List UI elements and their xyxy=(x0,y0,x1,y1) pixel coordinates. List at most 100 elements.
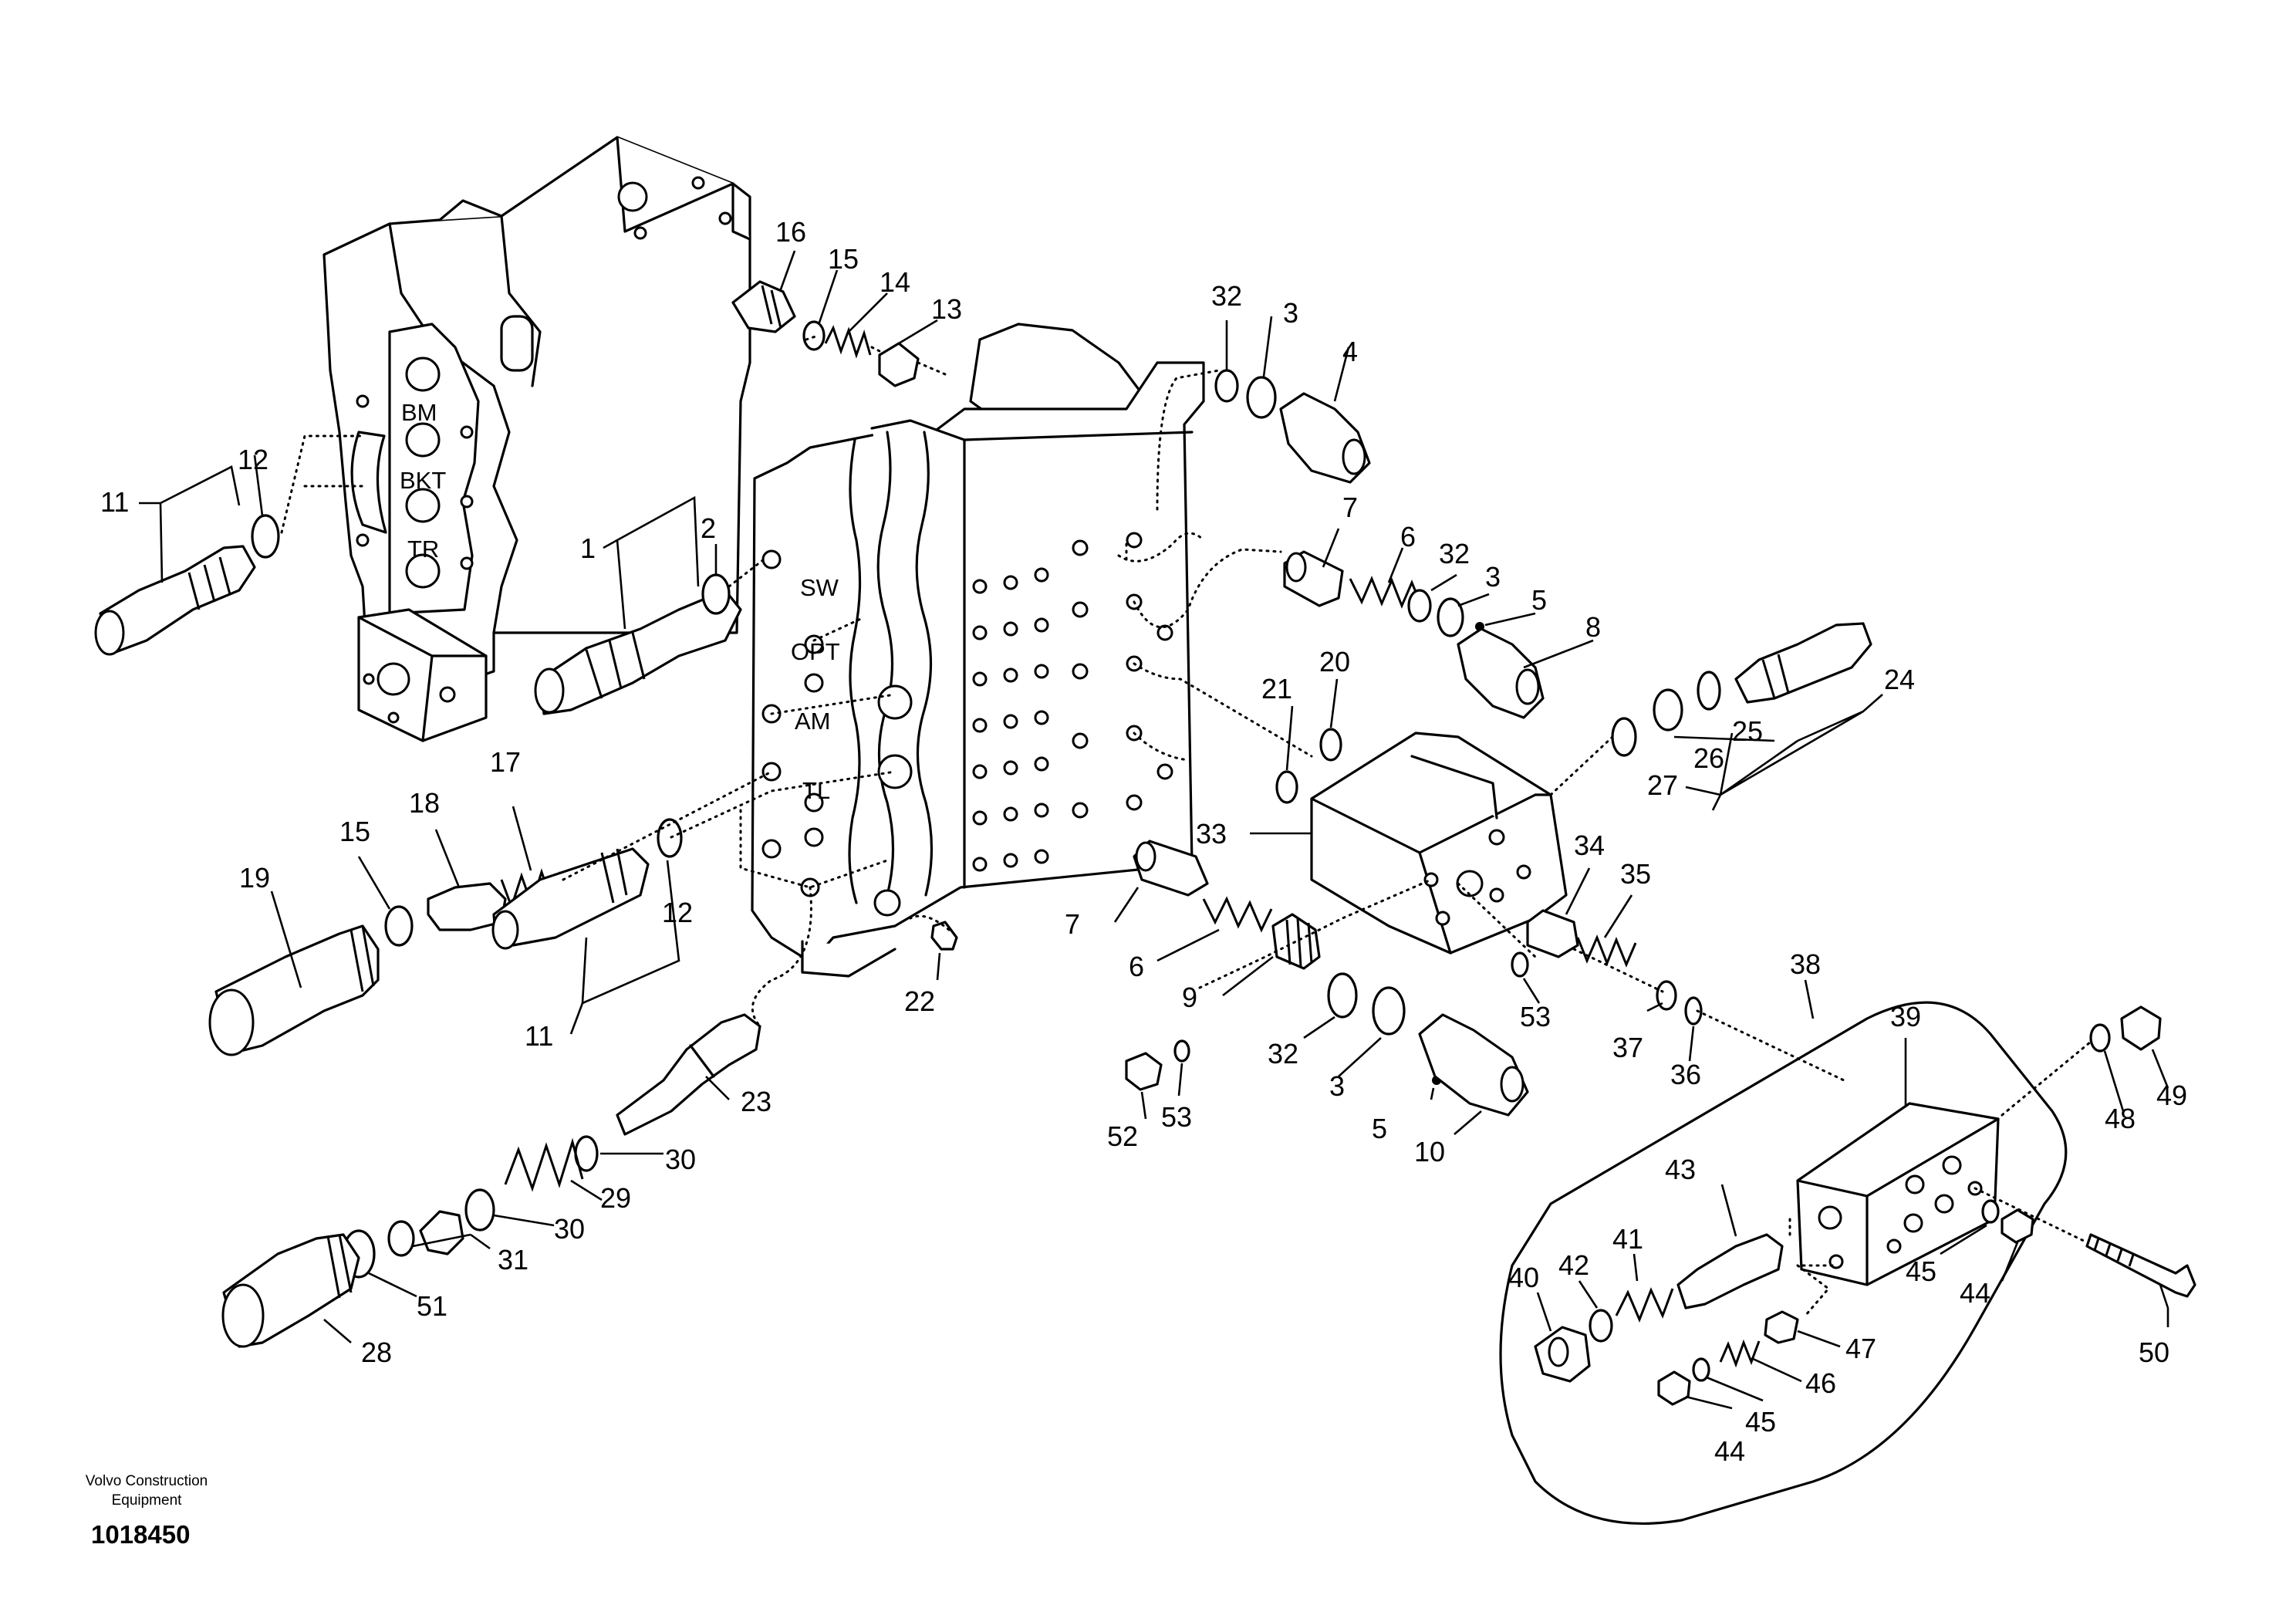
part-43 xyxy=(1676,1233,1784,1309)
callout-3-lower: 3 xyxy=(1329,1070,1345,1102)
drawing-footer: Volvo Construction Equipment 1018450 xyxy=(86,1473,208,1549)
credit-line-2: Equipment xyxy=(112,1492,183,1509)
part-32-lower xyxy=(1327,972,1358,1019)
credit-line-1: Volvo Construction xyxy=(86,1473,208,1489)
part-53-mid xyxy=(1511,951,1529,978)
part-33-block xyxy=(1310,732,1568,955)
callout-12-upper: 12 xyxy=(238,444,268,475)
callout-23: 23 xyxy=(741,1086,772,1117)
callout-48: 48 xyxy=(2105,1103,2136,1134)
leader-lines xyxy=(139,250,2169,1410)
assembly-lines xyxy=(280,334,2092,1317)
callout-27: 27 xyxy=(1647,769,1678,801)
port-label-tr: TR xyxy=(407,536,439,563)
callout-50: 50 xyxy=(2139,1336,2169,1368)
part-8 xyxy=(1457,627,1545,719)
part-3-upper xyxy=(1246,376,1277,419)
part-12-upper xyxy=(251,514,280,559)
port-grid xyxy=(972,532,1173,872)
callout-52: 52 xyxy=(1107,1120,1138,1152)
part-40 xyxy=(1534,1326,1591,1383)
callout-7-upper: 7 xyxy=(1342,492,1358,523)
callout-31: 31 xyxy=(498,1244,528,1276)
callout-35: 35 xyxy=(1620,858,1651,890)
part-44-upper xyxy=(2001,1208,2034,1244)
callout-21: 21 xyxy=(1261,673,1292,705)
callout-34: 34 xyxy=(1574,830,1605,861)
part-14-spring xyxy=(824,325,872,359)
part-11-lower xyxy=(491,847,650,950)
part-7-lower xyxy=(1133,840,1209,897)
callout-16: 16 xyxy=(775,216,806,248)
callout-7-lower: 7 xyxy=(1065,908,1080,940)
callout-1: 1 xyxy=(580,532,596,564)
part-26 xyxy=(1653,688,1683,732)
part-24 xyxy=(1734,622,1872,704)
callout-12-lower: 12 xyxy=(662,897,693,928)
part-42 xyxy=(1589,1309,1613,1343)
part-6-lower-spring xyxy=(1202,896,1273,933)
part-4 xyxy=(1279,392,1371,484)
callout-3-upper: 3 xyxy=(1283,297,1298,329)
callout-24: 24 xyxy=(1884,664,1915,695)
part-10 xyxy=(1418,1013,1529,1117)
callout-32-upper: 32 xyxy=(1211,280,1242,312)
part-2 xyxy=(701,573,731,615)
callout-41: 41 xyxy=(1612,1223,1643,1255)
part-49 xyxy=(2120,1005,2162,1051)
callout-53-lower: 53 xyxy=(1161,1101,1192,1133)
callout-9: 9 xyxy=(1182,982,1197,1013)
callout-19: 19 xyxy=(239,862,270,894)
callout-37: 37 xyxy=(1612,1032,1643,1063)
part-7-upper xyxy=(1283,550,1344,607)
part-50-bolt xyxy=(2085,1233,2196,1298)
callout-46: 46 xyxy=(1805,1367,1836,1399)
drawing-number: 1018450 xyxy=(91,1520,190,1549)
part-31 xyxy=(387,1210,464,1257)
callout-40: 40 xyxy=(1508,1262,1539,1293)
port-label-sw: SW xyxy=(800,574,839,601)
callout-5-upper: 5 xyxy=(1531,584,1547,616)
callout-32-mid: 32 xyxy=(1439,538,1470,569)
part-11-upper xyxy=(94,545,256,656)
part-28 xyxy=(221,1233,360,1348)
part-34 xyxy=(1526,909,1579,958)
callout-5-lower: 5 xyxy=(1372,1113,1387,1144)
callout-20: 20 xyxy=(1319,646,1350,678)
left-valve-section: BM BKT TR xyxy=(322,136,751,742)
part-29-spring xyxy=(504,1137,584,1192)
part-27 xyxy=(1611,717,1637,757)
port-label-tl: TL xyxy=(802,777,830,804)
callout-6-upper: 6 xyxy=(1400,521,1416,552)
callout-6-lower: 6 xyxy=(1129,951,1144,982)
part-45-lower xyxy=(1692,1357,1710,1382)
callout-10: 10 xyxy=(1414,1136,1445,1168)
callout-53-mid: 53 xyxy=(1520,1001,1551,1032)
callout-49: 49 xyxy=(2156,1080,2187,1111)
callout-11-upper: 11 xyxy=(100,486,129,518)
callout-15-upper: 15 xyxy=(828,243,859,275)
callout-42: 42 xyxy=(1558,1249,1589,1281)
callout-3-mid: 3 xyxy=(1485,561,1501,593)
callout-44-upper: 44 xyxy=(1960,1277,1990,1309)
part-35-spring xyxy=(1576,934,1637,968)
part-15-lower xyxy=(384,905,414,947)
callout-25: 25 xyxy=(1732,715,1763,747)
callout-29: 29 xyxy=(600,1182,631,1214)
callout-36: 36 xyxy=(1670,1059,1701,1090)
part-3-mid xyxy=(1437,597,1464,637)
callout-45-upper: 45 xyxy=(1906,1255,1936,1287)
callouts: 11 12 1 2 16 15 14 13 32 3 4 7 6 32 3 5 … xyxy=(100,216,2187,1467)
callout-33: 33 xyxy=(1196,818,1227,850)
callout-47: 47 xyxy=(1845,1333,1876,1364)
part-48 xyxy=(2089,1023,2111,1053)
port-label-bkt: BKT xyxy=(400,467,446,494)
callout-14: 14 xyxy=(880,266,910,298)
part-23 xyxy=(616,1013,761,1136)
callout-17: 17 xyxy=(490,746,521,778)
callout-22: 22 xyxy=(904,985,935,1017)
callout-38: 38 xyxy=(1790,948,1821,980)
callout-51: 51 xyxy=(417,1290,447,1322)
part-22 xyxy=(930,921,958,951)
